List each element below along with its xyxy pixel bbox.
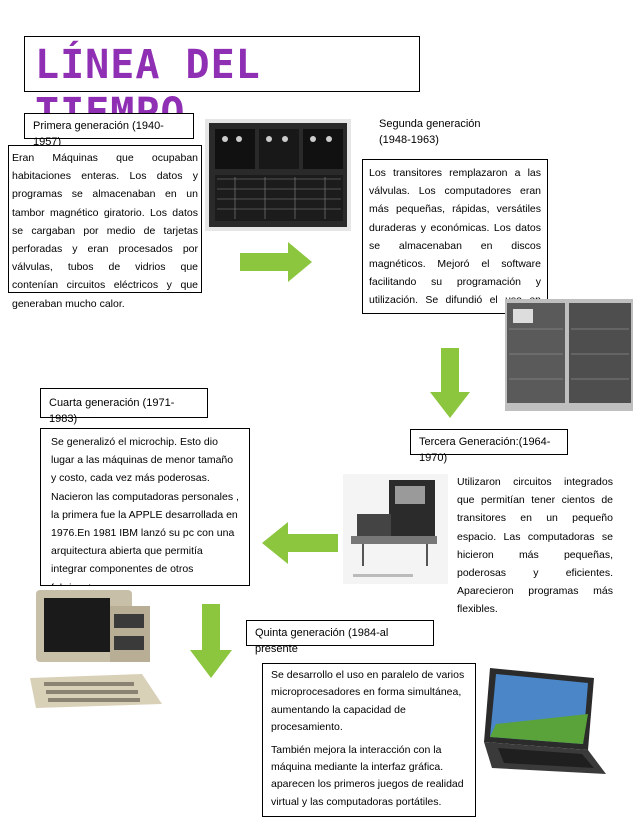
arrow-down-icon <box>430 348 470 418</box>
label-text: Primera generación (1940-1957) <box>33 120 164 148</box>
text-tercera-generacion: Utilizaron circuitos integrados que perm… <box>450 468 620 615</box>
text-segunda-generacion: Los transitores remplazaron a las válvul… <box>362 159 548 314</box>
integrated-circuit-computer-image <box>343 474 448 584</box>
label-text: Cuarta generación (1971-1983) <box>49 397 175 425</box>
paragraph: Los transitores remplazaron a las válvul… <box>369 167 541 313</box>
label-text: Segunda generación (1948-1963) <box>379 118 481 146</box>
paragraph: Utilizaron circuitos integrados que perm… <box>457 476 613 616</box>
label-text: Tercera Generación:(1964-1970) <box>419 436 551 464</box>
arrow-down-icon <box>190 604 232 678</box>
text-primera-generacion: Eran Máquinas que ocupaban habitaciones … <box>8 145 202 310</box>
label-segunda-generacion: Segunda generación (1948-1963) <box>372 113 488 155</box>
label-primera-generacion: Primera generación (1940-1957) <box>24 113 194 148</box>
vacuum-tube-computer-image <box>205 119 351 231</box>
label-quinta-generacion: Quinta generación (1984-al presente <box>246 620 434 655</box>
arrow-right-icon <box>240 242 312 282</box>
paragraph: Eran Máquinas que ocupaban habitaciones … <box>12 152 198 310</box>
label-tercera-generacion: Tercera Generación:(1964-1970) <box>410 429 568 464</box>
laptop-image <box>478 664 608 788</box>
paragraph: También mejora la interacción con la máq… <box>271 743 464 808</box>
label-cuarta-generacion: Cuarta generación (1971-1983) <box>40 388 208 425</box>
label-text: Quinta generación (1984-al presente <box>255 627 389 655</box>
text-quinta-generacion: Se desarrollo el uso en paralelo de vari… <box>262 663 476 817</box>
paragraph: Se desarrollo el uso en paralelo de vari… <box>271 669 465 734</box>
paragraph: Se generalizó el microchip. Esto dio lug… <box>51 436 239 594</box>
arrow-left-icon <box>262 522 338 564</box>
text-cuarta-generacion: Se generalizó el microchip. Esto dio lug… <box>40 428 250 594</box>
apple-computer-image <box>22 586 172 712</box>
title-box: LÍNEA DEL TIEMPO <box>24 36 420 136</box>
transistor-computer-image <box>505 299 633 411</box>
